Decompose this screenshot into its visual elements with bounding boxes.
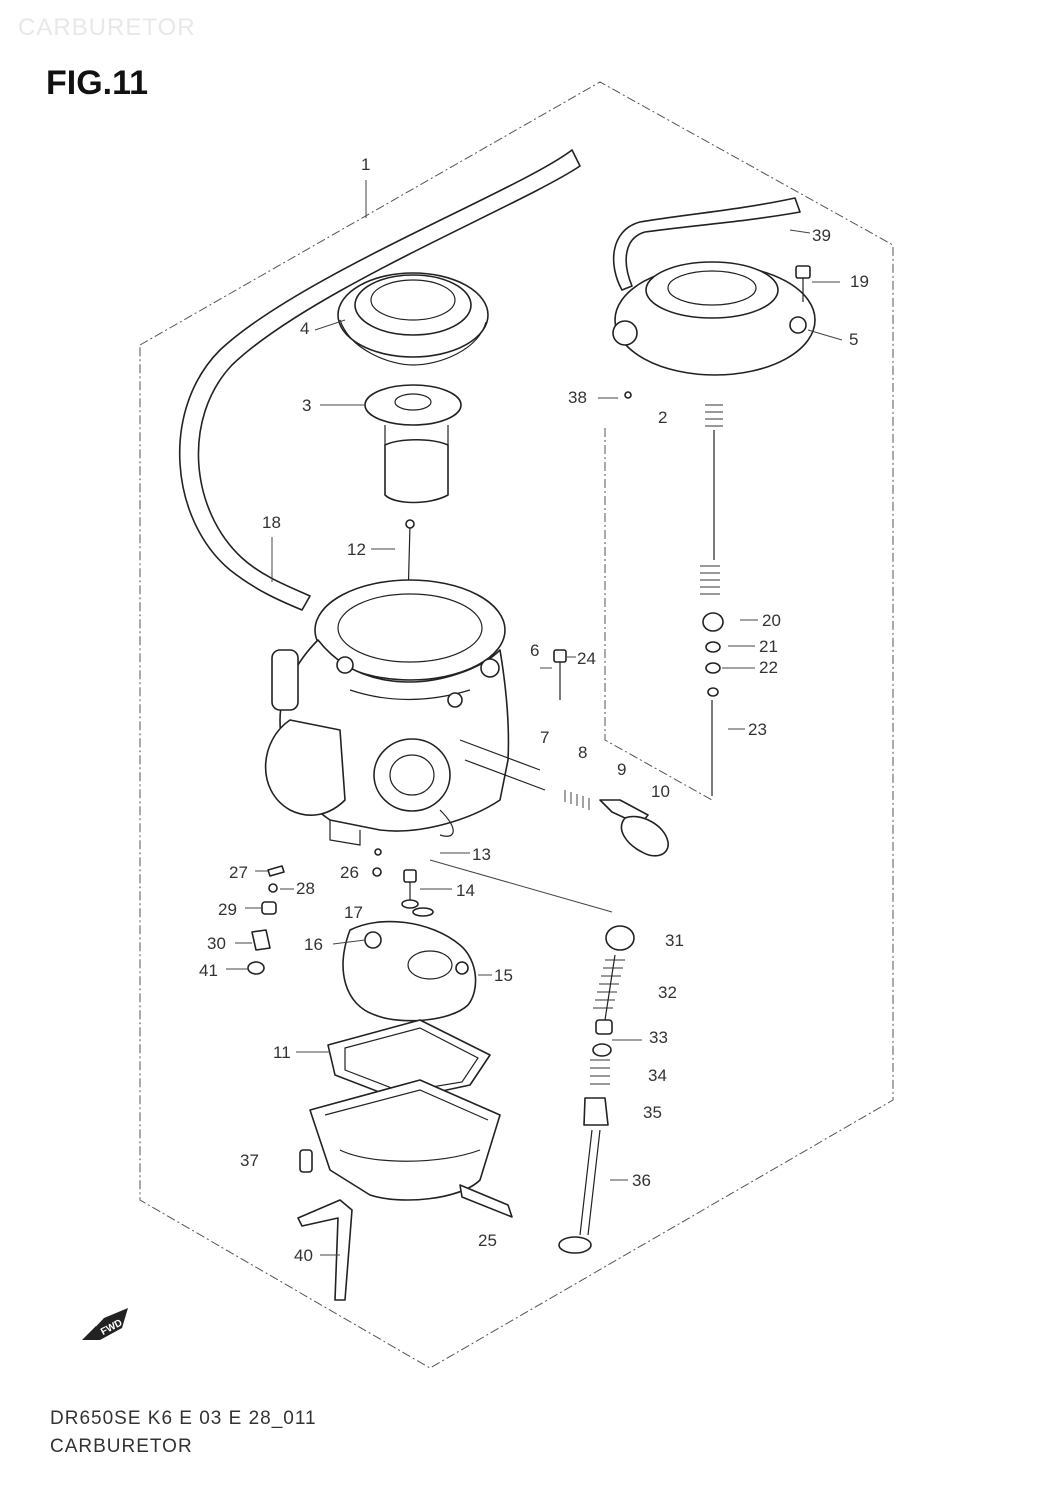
callout-25: 25 — [478, 1231, 497, 1250]
callout-31: 31 — [665, 931, 684, 950]
frame-inner-line — [604, 428, 713, 801]
main-jet — [401, 869, 434, 917]
float-bowl — [299, 1079, 501, 1201]
callout-24: 24 — [577, 649, 596, 668]
callout-17: 17 — [344, 903, 363, 922]
idle-adjuster — [564, 790, 669, 857]
drain-hose — [297, 1199, 353, 1301]
figure-label: FIG.11 — [46, 64, 149, 102]
callout-38: 38 — [568, 388, 587, 407]
callout-28: 28 — [296, 879, 315, 898]
carb-top-cap — [612, 261, 816, 376]
callout-23: 23 — [748, 720, 767, 739]
float-bowl-gasket — [327, 1019, 491, 1101]
forward-direction-badge: FWD — [82, 1308, 128, 1340]
callout-16: 16 — [304, 935, 323, 954]
callout-10: 10 — [651, 782, 670, 801]
callout-6: 6 — [530, 641, 539, 660]
callout-32: 32 — [658, 983, 677, 1002]
diaphragm-piston — [364, 384, 462, 504]
callout-9: 9 — [617, 760, 626, 779]
callout-27: 27 — [229, 863, 248, 882]
section-name: CARBURETOR — [50, 1436, 193, 1457]
callout-19: 19 — [850, 272, 869, 291]
throttle-plunger-assy — [700, 404, 724, 796]
callout-12: 12 — [347, 540, 366, 559]
page-watermark: CARBURETOR — [18, 14, 196, 41]
oring-41 — [247, 961, 265, 975]
callout-18: 18 — [262, 513, 281, 532]
callout-2: 2 — [658, 408, 667, 427]
ball-38 — [624, 391, 632, 399]
callout-3: 3 — [302, 396, 311, 415]
callout-34: 34 — [648, 1066, 667, 1085]
callout-13: 13 — [472, 845, 491, 864]
isometric-frame — [139, 81, 894, 1369]
carburetor-body — [264, 579, 546, 846]
drain-screw — [459, 1184, 513, 1218]
callout-41: 41 — [199, 961, 218, 980]
callout-8: 8 — [578, 743, 587, 762]
callout-14: 14 — [456, 881, 475, 900]
callout-37: 37 — [240, 1151, 259, 1170]
callout-35: 35 — [643, 1103, 662, 1122]
callout-22: 22 — [759, 658, 778, 677]
screw-6 — [553, 649, 567, 700]
callout-5: 5 — [849, 330, 858, 349]
callout-36: 36 — [632, 1171, 651, 1190]
callout-15: 15 — [494, 966, 513, 985]
callout-11: 11 — [273, 1043, 291, 1062]
callout-26: 26 — [340, 863, 359, 882]
callout-labels: 1 2 3 4 5 6 7 8 9 10 11 12 13 14 15 16 1… — [199, 155, 869, 1265]
callout-30: 30 — [207, 934, 226, 953]
callout-29: 29 — [218, 900, 237, 919]
callout-20: 20 — [762, 611, 781, 630]
callout-33: 33 — [649, 1028, 668, 1047]
leader-lines — [226, 180, 843, 1256]
callout-21: 21 — [759, 637, 778, 656]
callout-4: 4 — [300, 319, 309, 338]
callout-7: 7 — [540, 728, 549, 747]
screw-29 — [261, 901, 277, 915]
jet-26b — [374, 848, 382, 856]
callout-1: 1 — [361, 155, 370, 174]
screw-19 — [795, 265, 811, 302]
vent-hose — [178, 149, 581, 611]
float-needle-assy — [558, 925, 635, 1254]
overflow-hose — [612, 197, 801, 291]
screw-27 — [267, 865, 285, 877]
screw-30 — [251, 929, 271, 951]
callout-40: 40 — [294, 1246, 313, 1265]
accelerator-pump — [342, 920, 477, 1022]
diagram-code: DR650SE K6 E 03 E 28_011 — [50, 1408, 317, 1429]
jet-26 — [372, 867, 382, 877]
washer-28 — [268, 883, 278, 893]
callout-39: 39 — [812, 226, 831, 245]
top-cover — [337, 272, 489, 366]
